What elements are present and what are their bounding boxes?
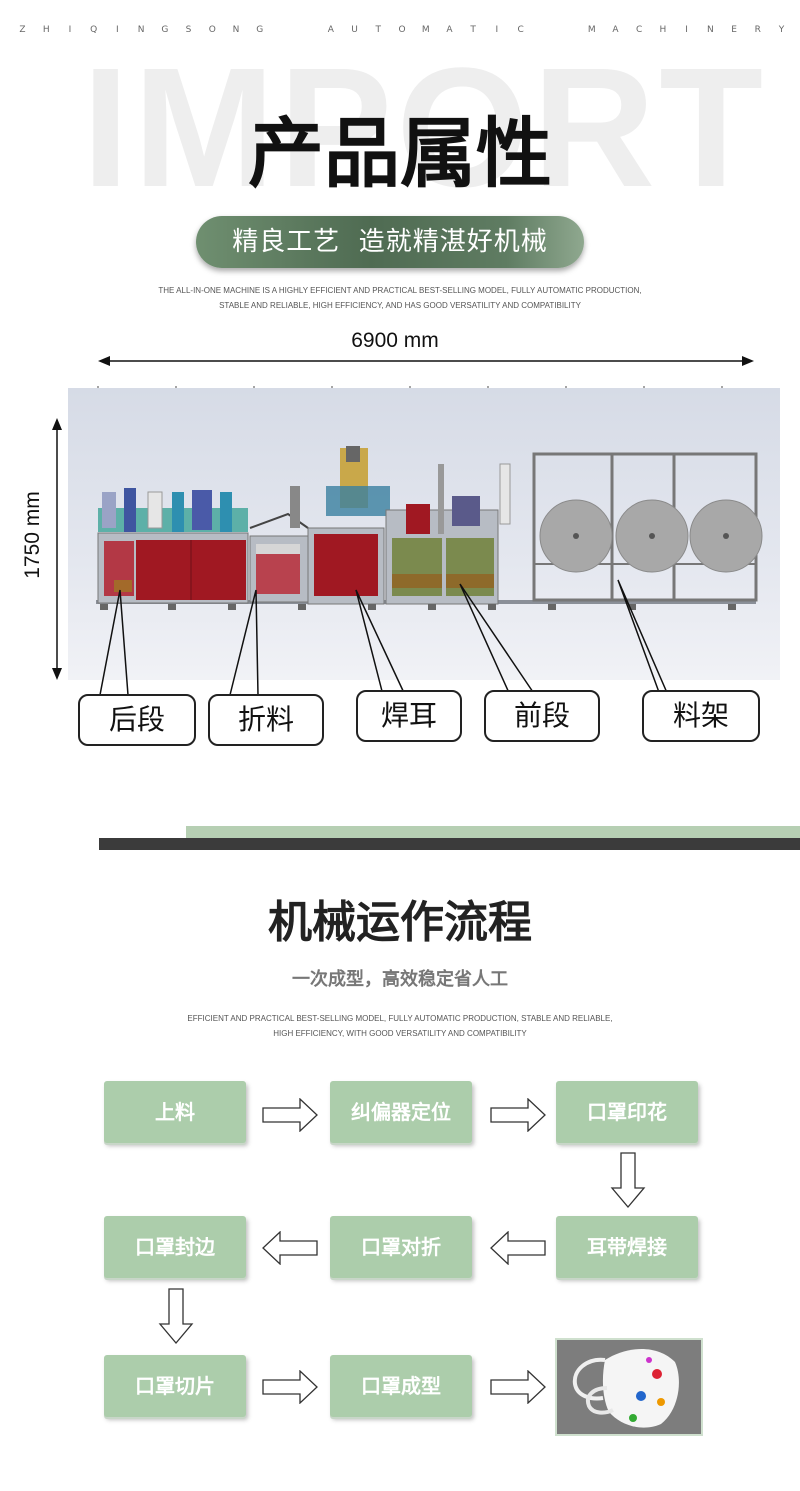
section-subtitle: 一次成型，高效稳定省人工 xyxy=(292,969,508,990)
arrow-left-icon xyxy=(262,1231,318,1265)
brand-letter: H xyxy=(42,25,50,35)
arrow-right-icon xyxy=(262,1098,318,1132)
brand-letter: A xyxy=(612,25,619,35)
brand-letter: N xyxy=(232,25,240,35)
brand-letter: Z xyxy=(19,25,26,35)
step-ear-loop-welding: 耳带焊接 xyxy=(556,1216,698,1278)
width-dimension-arrow xyxy=(98,356,754,366)
brand-letter: N xyxy=(706,25,714,35)
brand-letter: H xyxy=(659,25,667,35)
tagline-pill: 精良工艺 造就精湛好机械 xyxy=(196,216,584,268)
machine-illustration xyxy=(96,446,763,610)
brand-letter: S xyxy=(185,25,192,35)
section-title-machine-workflow: 机械运作流程 xyxy=(268,897,532,948)
arrow-right-icon xyxy=(490,1098,546,1132)
english-description-line-2: STABLE AND RELIABLE, HIGH EFFICIENCY, AN… xyxy=(219,301,581,310)
brand-letter: C xyxy=(517,25,524,35)
section-title-product-attributes: 产品属性 xyxy=(248,109,552,198)
brand-letter: T xyxy=(375,25,382,35)
callout-folding: 折料 xyxy=(208,694,324,746)
arrow-down-icon xyxy=(158,1288,194,1344)
step-mask-folding: 口罩对折 xyxy=(330,1216,472,1278)
brand-letter: C xyxy=(636,25,643,35)
brand-letter: G xyxy=(256,25,264,35)
brand-letter: R xyxy=(754,25,761,35)
brand-letter: Q xyxy=(90,25,98,35)
brand-letter: M xyxy=(421,25,430,35)
divider-green-bar xyxy=(186,826,800,838)
background-watermark-word: IMPORT xyxy=(82,33,768,223)
brand-letter: Y xyxy=(778,25,785,35)
brand-letter: A xyxy=(327,25,334,35)
step-mask-edge-sealing: 口罩封边 xyxy=(104,1216,246,1278)
divider-dark-bar xyxy=(99,838,800,850)
mask-image xyxy=(557,1340,701,1434)
brand-letter: G xyxy=(161,25,169,35)
step-deviation-correction: 纠偏器定位 xyxy=(330,1081,472,1143)
workflow-english-line-1: EFFICIENT AND PRACTICAL BEST-SELLING MOD… xyxy=(187,1014,613,1023)
brand-letter: M xyxy=(587,25,596,35)
callout-rear-section: 后段 xyxy=(78,694,196,746)
callout-pointer-lines xyxy=(99,579,669,696)
brand-letter: A xyxy=(446,25,453,35)
brand-letter: E xyxy=(731,25,737,35)
tick-dots xyxy=(97,386,723,388)
arrow-right-icon xyxy=(262,1370,318,1404)
arrow-right-icon xyxy=(490,1370,546,1404)
brand-letter: T xyxy=(470,25,476,35)
callout-ear-welding: 焊耳 xyxy=(356,690,462,742)
brand-letter: O xyxy=(208,25,216,35)
step-feeding: 上料 xyxy=(104,1081,246,1143)
callout-front-section: 前段 xyxy=(484,690,600,742)
brand-letter: I xyxy=(116,25,119,35)
brand-letter: I xyxy=(68,25,72,35)
brand-letter: O xyxy=(398,25,406,35)
width-dimension-label: 6900 mm xyxy=(351,329,439,352)
brand-letter: I xyxy=(685,25,688,35)
step-mask-printing: 口罩印花 xyxy=(556,1081,698,1143)
callout-material-rack: 料架 xyxy=(642,690,760,742)
height-dimension-arrow xyxy=(52,418,62,680)
brand-letter: I xyxy=(495,25,499,35)
arrow-left-icon xyxy=(490,1231,546,1265)
finished-mask-photo xyxy=(555,1338,703,1436)
brand-letter: U xyxy=(351,25,358,35)
workflow-english-line-2: HIGH EFFICIENCY, WITH GOOD VERSATILITY A… xyxy=(273,1029,527,1038)
arrow-down-icon xyxy=(610,1152,646,1208)
english-description-line-1: THE ALL-IN-ONE MACHINE IS A HIGHLY EFFIC… xyxy=(158,286,642,295)
brand-letter: N xyxy=(137,25,145,35)
step-mask-cutting: 口罩切片 xyxy=(104,1355,246,1417)
step-mask-forming: 口罩成型 xyxy=(330,1355,472,1417)
